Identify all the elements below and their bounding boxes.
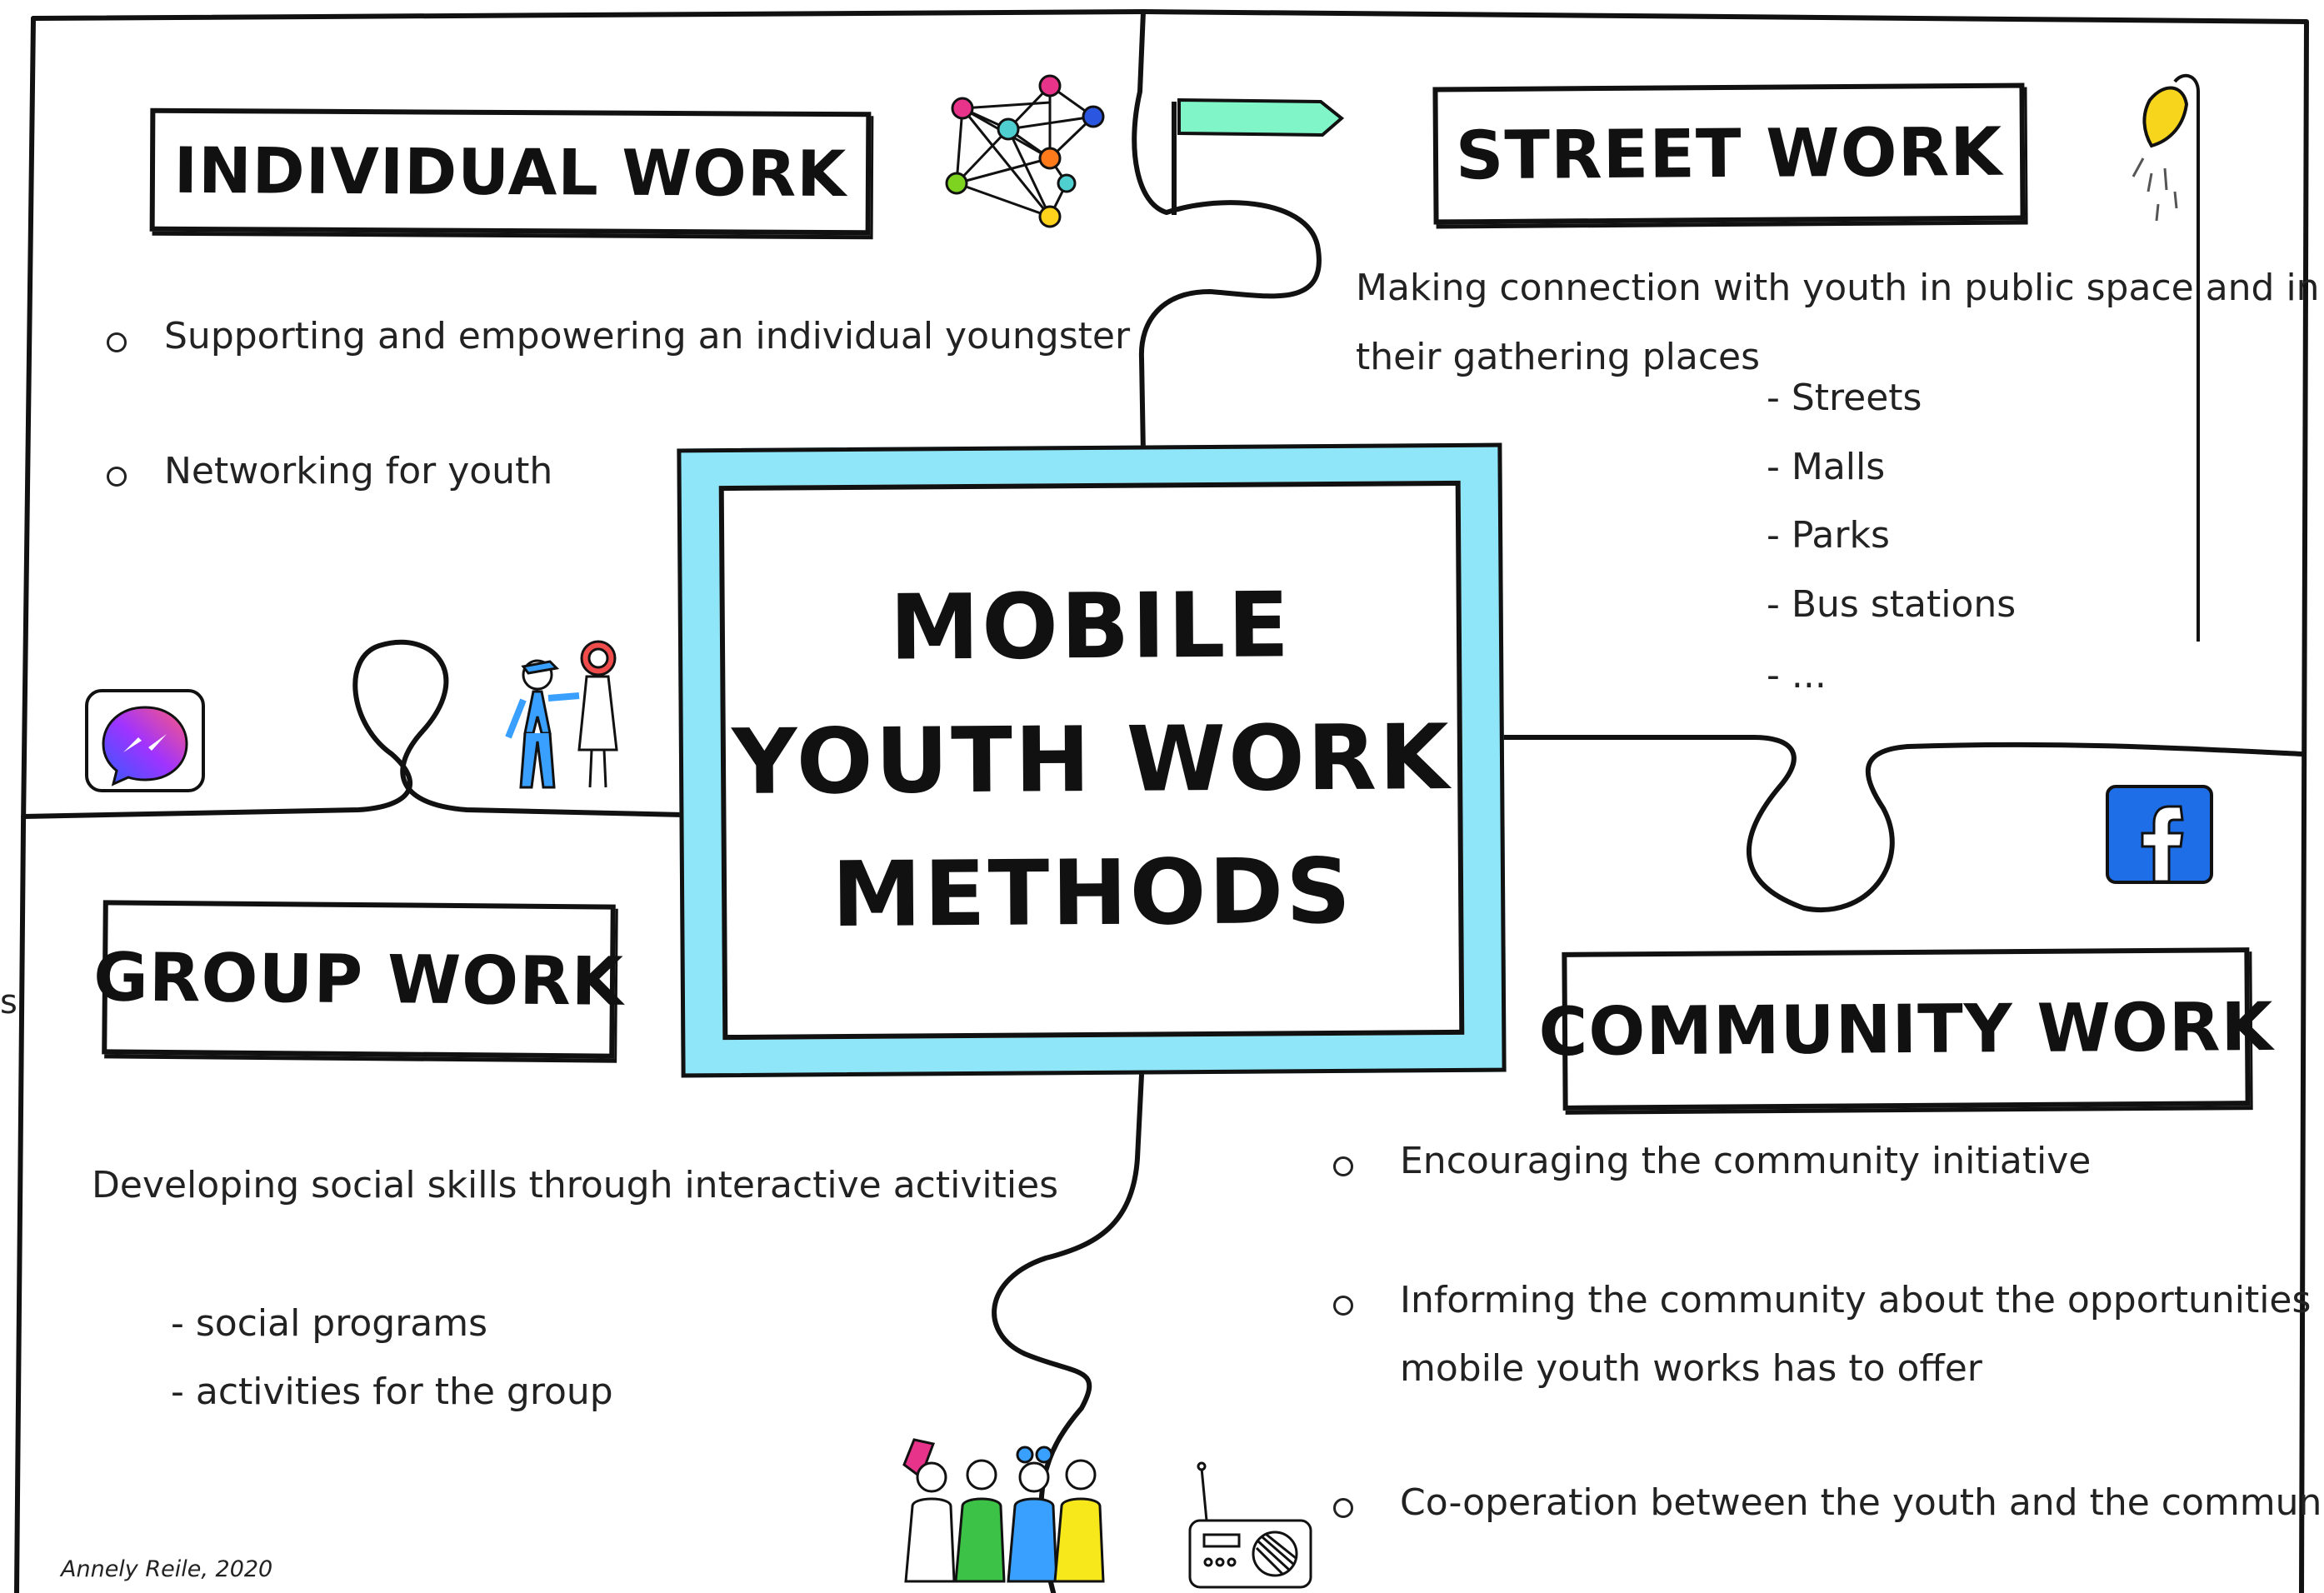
street-place-4: - Bus stations [1767, 583, 2017, 626]
individual-bullet-1: Supporting and empowering an individual … [164, 315, 1131, 357]
people-icon [505, 640, 618, 789]
community-bullet-3: Co-operation between the youth and the c… [1400, 1481, 2324, 1524]
street-place-1: - Streets [1767, 377, 1922, 419]
community-bullet-1: Encouraging the community initiative [1400, 1140, 2092, 1182]
bullet-icon [1333, 1498, 1353, 1518]
center-title-line-1: MOBILE [889, 572, 1292, 681]
street-description-line-1: Making connection with youth in public s… [1356, 267, 2320, 309]
messenger-icon [85, 689, 205, 792]
bullet-icon [1333, 1156, 1353, 1176]
bullet-icon [107, 332, 127, 352]
bullet-icon [107, 467, 127, 487]
radio-icon [1188, 1461, 1312, 1589]
community-work-title: COMMUNITY WORK [1538, 947, 2274, 1111]
individual-bullet-2: Networking for youth [164, 450, 553, 492]
street-place-2: - Malls [1767, 446, 1886, 488]
facebook-icon [2106, 785, 2213, 884]
bullet-icon [1333, 1296, 1353, 1316]
individual-work-title: INDIVIDUAL WORK [149, 107, 872, 236]
community-bullet-2-line-2: mobile youth works has to offer [1400, 1347, 1982, 1390]
street-lamp-icon [2132, 73, 2200, 642]
center-title-line-3: METHODS [831, 839, 1354, 947]
signpost-icon [1172, 97, 1345, 215]
group-item-2: - activities for the group [171, 1371, 613, 1413]
street-work-title: STREET WORK [1432, 82, 2026, 225]
community-bullet-2-line-1: Informing the community about the opport… [1400, 1279, 2312, 1321]
center-frame: MOBILE YOUTH WORK METHODS [677, 442, 1507, 1078]
center-title-box: MOBILE YOUTH WORK METHODS [718, 480, 1465, 1041]
street-description-line-2: their gathering places [1356, 336, 1761, 378]
group-people-icon [902, 1438, 1105, 1583]
group-description: Developing social skills through interac… [92, 1164, 1059, 1206]
center-title-line-2: YOUTH WORK [731, 705, 1452, 815]
street-place-5: - ... [1767, 654, 1827, 697]
group-work-title: GROUP WORK [93, 900, 624, 1059]
author-credit: Annely Reile, 2020 [61, 1556, 273, 1582]
group-item-1: - social programs [171, 1302, 488, 1345]
street-place-3: - Parks [1767, 514, 1890, 557]
margin-mark: s [0, 983, 17, 1021]
network-icon [945, 74, 1105, 228]
